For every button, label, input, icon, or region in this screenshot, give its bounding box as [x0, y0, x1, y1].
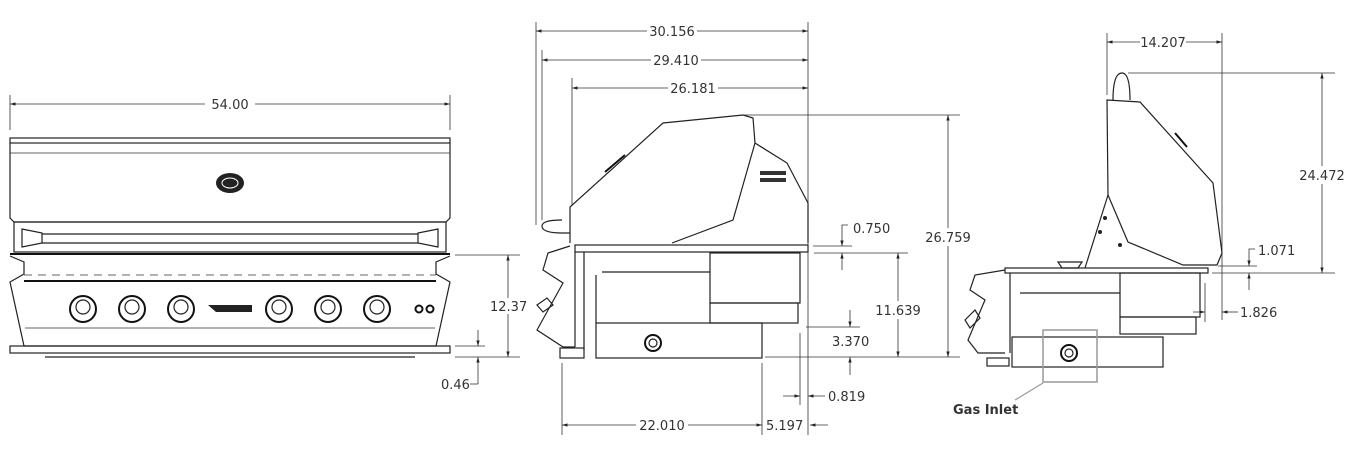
front-view: 54.00 [9, 95, 528, 393]
burner-knobs [69, 295, 391, 323]
grill-front [9, 137, 451, 358]
knob-side [964, 309, 981, 329]
knob-5 [314, 295, 342, 323]
gas-valve [1060, 344, 1078, 362]
hood-open-depth-label: 14.207 [1140, 36, 1186, 51]
rear-offset-label: 0.819 [828, 390, 865, 405]
overall-depth-label: 30.156 [649, 25, 695, 40]
knob-3 [167, 295, 195, 323]
control-panel [967, 269, 1006, 354]
light-switch-icon [425, 304, 435, 314]
grill-side [536, 114, 809, 359]
bottom-offset-label: 0.46 [441, 378, 470, 393]
control-panel [9, 255, 451, 347]
vent-slots [760, 171, 786, 175]
overall-height-label: 26.759 [925, 231, 971, 246]
cutout-height-label: 11.639 [875, 304, 921, 319]
knob-side [536, 297, 554, 313]
light-switch-icon [414, 304, 424, 314]
hood-handle [541, 219, 570, 234]
logo-badge [216, 173, 244, 193]
hood-handle [1112, 72, 1131, 101]
rear-overhang-label: 5.197 [766, 419, 803, 434]
gas-inlet-label: Gas Inlet [953, 403, 1018, 418]
gas-valve [644, 334, 662, 352]
hood-open-rear-offset-label: 1.826 [1240, 306, 1277, 321]
knob-2 [118, 295, 146, 323]
knob-6 [363, 295, 391, 323]
hood-open-height-label: 24.472 [1299, 169, 1345, 184]
gas-inlet-callout-box [1042, 329, 1098, 383]
base-depth-label: 22.010 [639, 419, 685, 434]
grill-hood-open [964, 72, 1223, 368]
side-view: 30.156 29.410 26.181 [535, 22, 974, 435]
lip-label: 0.750 [853, 222, 890, 237]
control-panel [536, 245, 575, 348]
drop-label: 3.370 [832, 335, 869, 350]
hood-depth-label: 26.181 [670, 82, 716, 97]
gas-inlet-leader-line [1014, 382, 1044, 401]
hood-handle-area [13, 221, 447, 253]
knob-1 [69, 295, 97, 323]
width-dimension-label: 54.00 [211, 98, 248, 113]
depth-with-handle-label: 29.410 [653, 54, 699, 69]
hood-outline [1106, 99, 1223, 266]
hood-outline [569, 114, 809, 243]
hood-open-lip-label: 1.071 [1258, 244, 1295, 259]
brand-plate [208, 305, 252, 312]
panel-height-label: 12.37 [490, 300, 527, 315]
hood-open-view: 14.207 Gas Inlet 24.472 [953, 33, 1348, 418]
knob-4 [265, 295, 293, 323]
